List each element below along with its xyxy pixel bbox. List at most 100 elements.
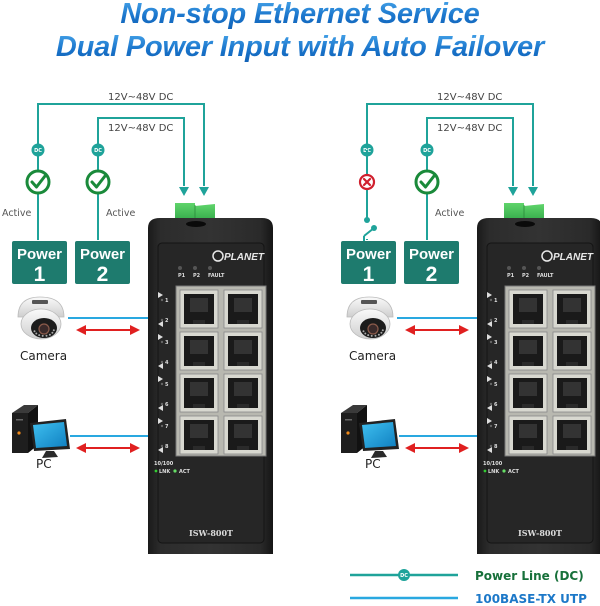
port-direction-icon [158,334,163,340]
port-direction-icon [158,321,163,327]
rj45-port-latch [237,446,249,450]
rj45-port [552,289,592,329]
port-led [489,360,493,364]
check-circle-ring [85,169,111,195]
camera-lens [367,323,379,335]
rj45-port-latch [566,320,578,324]
camera-lens [38,323,50,335]
down-arrow-icon [528,187,538,196]
port-led [489,382,493,386]
power-box-bg [341,241,396,284]
rj45-port [223,415,263,455]
port-number-6: 7 [494,424,498,430]
rj45-port-latch [193,320,205,324]
planet-logo-icon [541,250,553,262]
power-box-bg [75,241,130,284]
pc-monitor-stand [371,451,387,458]
bidirectional-arrow-icon [76,325,140,335]
camera-ir-led [48,333,51,336]
camera-ir-led [374,334,377,337]
camera-ir-led [52,329,55,332]
legend-dc-badge-text: DC [400,573,408,579]
x-mark [362,177,372,187]
rj45-port-contacts [519,424,537,438]
legend-power-line-label: Power Line (DC) [475,569,584,583]
dc-badge: DC [420,143,434,157]
lnk-label: LNK [159,469,171,475]
pc-tower-top [12,405,38,413]
status-led [522,266,526,270]
check-circle-icon [25,169,51,195]
port-direction-icon [487,363,492,369]
port-led [489,340,493,344]
port-number-7: 8 [494,444,498,450]
port-direction-icon [158,292,163,298]
rj45-port-latch [566,404,578,408]
switch-model-label: ISW-800T [518,528,562,538]
ip-camera-icon [17,296,65,340]
led-label-1: P2 [193,273,201,279]
check-circle-ring [25,169,51,195]
port-direction-icon [158,405,163,411]
rj45-port-contacts [563,424,581,438]
rj45-port-contacts [519,340,537,354]
port-led [489,318,493,322]
rj45-port-latch [566,362,578,366]
port-direction-icon [487,321,492,327]
camera-ir-led [41,334,44,337]
legend: DC Power Line (DC) 100BASE-TX UTP [350,569,587,606]
rj45-port [223,373,263,413]
camera-ir-led [45,334,48,337]
port-direction-icon [158,418,163,424]
arrow-head-left [405,325,415,335]
arrow-head-left [76,443,86,453]
desktop-pc-icon [341,405,399,458]
voltage-label-inner: 12V~48V DC [108,123,173,134]
device-label-camera: Camera [349,349,396,363]
dc-badge-text: DC [423,148,431,154]
port-led [160,298,164,302]
port-number-3: 4 [165,360,169,366]
check-circle-ring [414,169,440,195]
desktop-pc-icon [12,405,70,458]
camera-logo [32,300,48,304]
power-1-status: Active [2,208,32,219]
arrow-head-left [405,443,415,453]
legend-utp-label: 100BASE-TX UTP [475,592,587,606]
port-direction-icon [487,334,492,340]
act-led-icon [502,469,506,473]
dc-badge-text: DC [34,148,42,154]
down-arrow-icon [199,187,209,196]
arrow-head-right [459,325,469,335]
pc-drive-bay [345,419,352,421]
port-direction-icon [487,405,492,411]
port-led [160,340,164,344]
led-label-2: FAULT [537,273,554,279]
planet-logo-text: PLANET [224,252,265,263]
rj45-port [508,331,548,371]
camera-ir-led [367,334,370,337]
port-number-2: 3 [165,340,169,346]
pc-monitor-screen [362,422,396,448]
port-led [160,318,164,322]
act-led-icon [173,469,177,473]
pc-tower-top [341,405,367,413]
port-number-1: 2 [494,318,498,324]
bidirectional-arrow-icon [76,443,140,453]
power-2-status: Active [435,208,465,219]
arrow-head-right [130,325,140,335]
rj45-port [179,289,219,329]
camera-logo [361,300,377,304]
power-box-number: 2 [97,263,109,286]
down-arrow-icon [508,187,518,196]
pc-monitor-stand [42,451,58,458]
rj45-port-contacts [519,298,537,312]
rj45-port [179,415,219,455]
check-mark [30,174,47,189]
arrow-head-right [130,443,140,453]
rj45-port-latch [193,404,205,408]
